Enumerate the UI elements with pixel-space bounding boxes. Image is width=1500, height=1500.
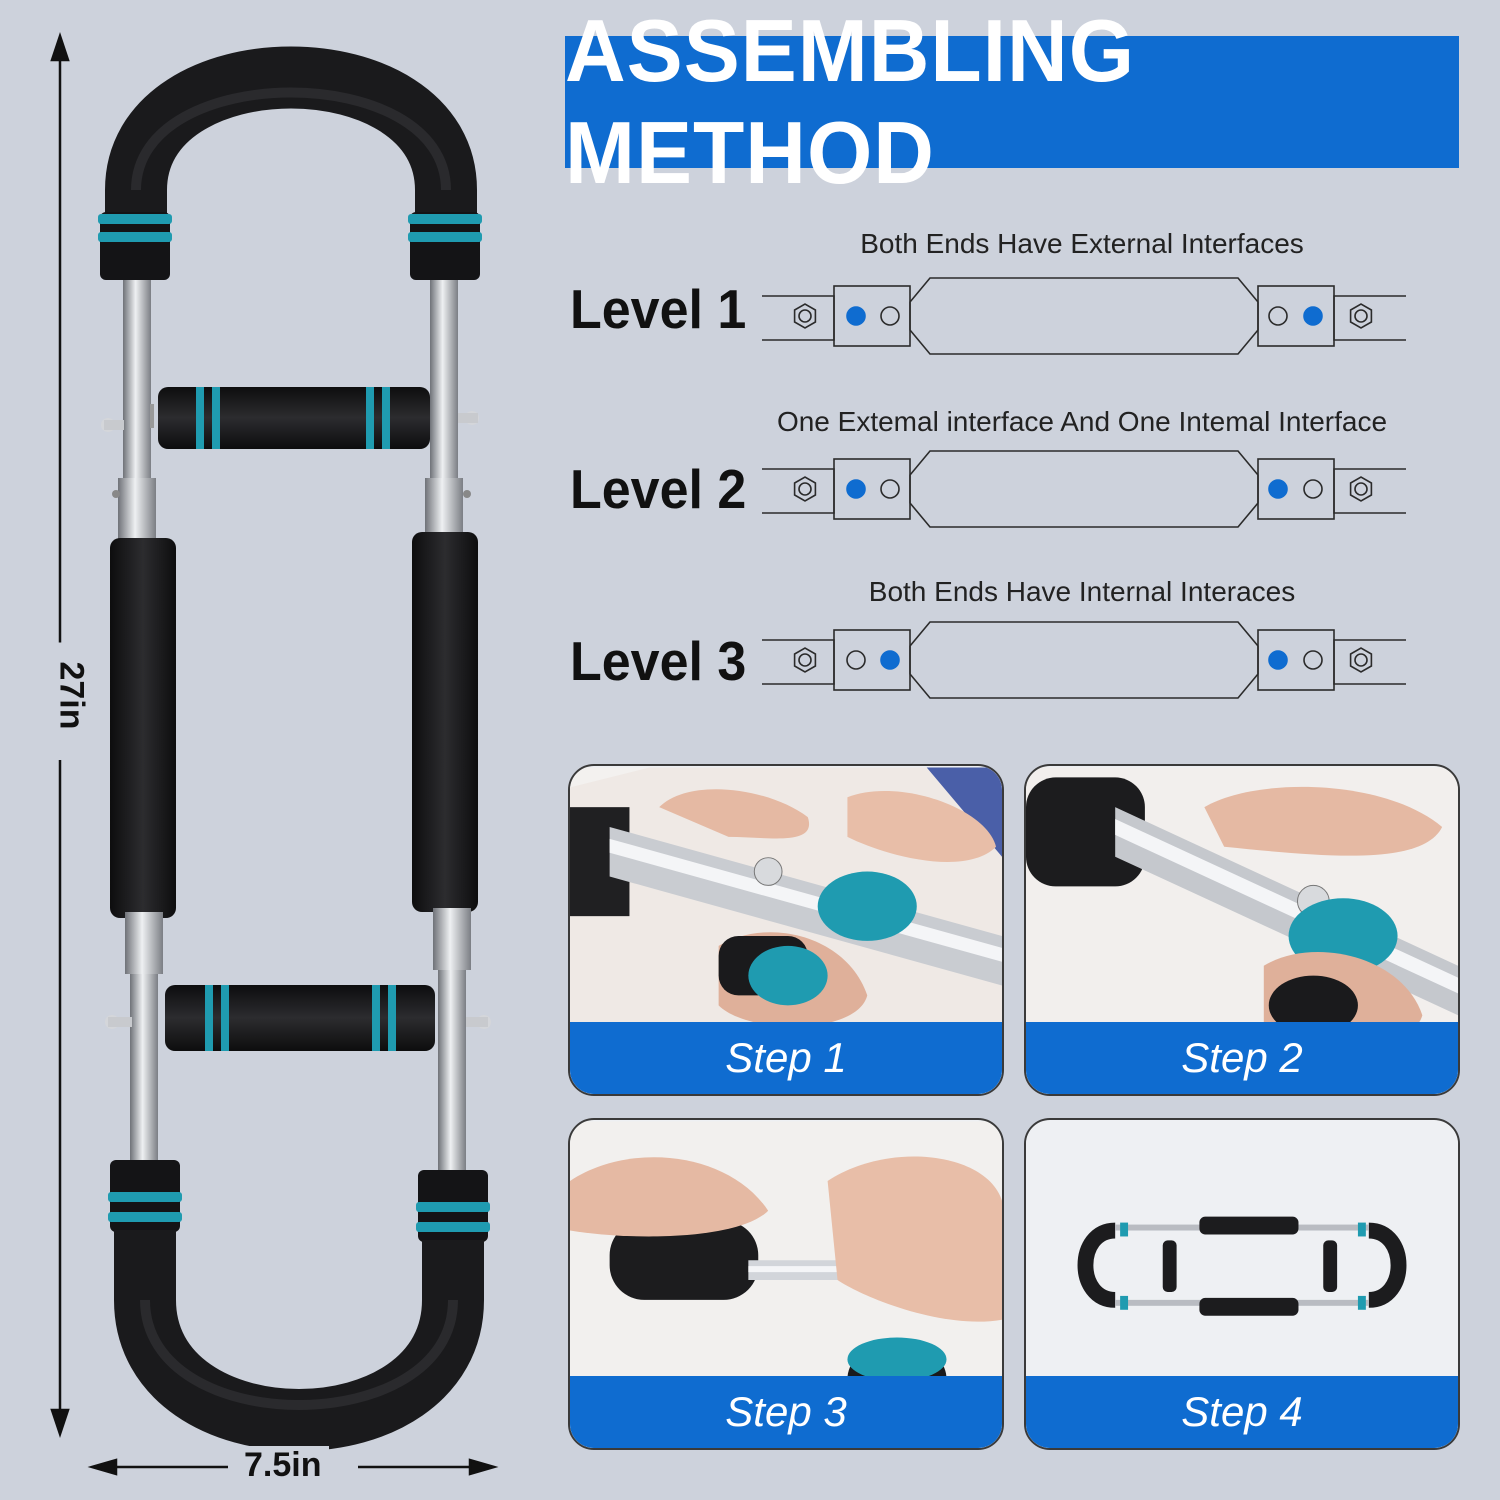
product-illustration: [50, 32, 499, 1476]
width-dimension-arrow: [87, 1458, 499, 1476]
lower-cross-grip: [105, 985, 491, 1051]
step-3-bar: Step 3: [570, 1376, 1002, 1448]
top-u-handle: [105, 46, 477, 250]
level-2-left-end: [762, 468, 835, 514]
step-2-label: Step 2: [1181, 1034, 1303, 1081]
upper-cross-grip: [101, 387, 479, 449]
level-3-right-inner-hole: [1268, 650, 1288, 670]
page-title: ASSEMBLING METHOD: [565, 1, 1136, 202]
title-banner: ASSEMBLING METHOD: [565, 1, 1459, 202]
level-3-caption: Both Ends Have Internal Interaces: [868, 576, 1296, 607]
level-2-left-outer-hole: [846, 479, 866, 499]
step-1-card: Step 1: [568, 764, 1004, 1096]
level-2-label: Level 2: [570, 459, 747, 521]
bottom-right-cap: [416, 1170, 490, 1242]
level-3-left-inner-hole: [880, 650, 900, 670]
level-1-center-body: [909, 277, 1259, 355]
level-3-label: Level 3: [570, 631, 747, 693]
level-3-center-body: [909, 621, 1259, 699]
left-long-sleeve: [110, 538, 176, 918]
right-long-sleeve: [412, 532, 478, 912]
level-1-right-hex-icon: [1349, 303, 1373, 329]
level-1-right-end: [1333, 295, 1406, 341]
step-4-card: Step 4: [1024, 1118, 1460, 1450]
step-1-label: Step 1: [725, 1034, 847, 1081]
top-left-cap: [98, 212, 172, 280]
level-2-center-body: [909, 450, 1259, 528]
height-dimension-label: 27in: [51, 642, 91, 749]
level-2-right-hex-icon: [1349, 476, 1373, 502]
level-3-left-end: [762, 639, 835, 685]
step-4-label: Step 4: [1181, 1388, 1303, 1435]
level-3-left-outer-hole: [846, 650, 866, 670]
level-3-right-hex-icon: [1349, 647, 1373, 673]
level-3-right-end: [1333, 639, 1406, 685]
step-1-bar: Step 1: [570, 1022, 1002, 1094]
level-1-left-end: [762, 295, 835, 341]
bottom-u-handle: [114, 1230, 484, 1451]
level-2-right-end: [1333, 468, 1406, 514]
height-dimension-arrow: [50, 32, 70, 1438]
level-2-left-hex-icon: [793, 476, 817, 502]
width-dimension-label: 7.5in: [236, 1446, 330, 1485]
step-2-card: Step 2: [1024, 764, 1460, 1096]
level-1-left-hex-icon: [793, 303, 817, 329]
level-2-caption: One Extemal interface And One Intemal In…: [776, 406, 1388, 437]
level-1-caption: Both Ends Have External Interfaces: [860, 228, 1304, 259]
step-3-label: Step 3: [725, 1388, 847, 1435]
level-1-right-inner-hole: [1268, 306, 1288, 326]
level-2-right-outer-hole: [1303, 479, 1323, 499]
level-1-left-inner-hole: [880, 306, 900, 326]
level-2-left-inner-hole: [880, 479, 900, 499]
level-diagrams: [762, 277, 1406, 699]
level-3-left-hex-icon: [793, 647, 817, 673]
level-2-right-inner-hole: [1268, 479, 1288, 499]
bottom-left-cap: [108, 1160, 182, 1232]
level-1-label: Level 1: [570, 279, 747, 341]
top-right-cap: [408, 212, 482, 280]
step-4-bar: Step 4: [1026, 1376, 1458, 1448]
level-3-right-outer-hole: [1303, 650, 1323, 670]
step-3-card: Step 3: [568, 1118, 1004, 1450]
level-1-left-outer-hole: [846, 306, 866, 326]
level-1-right-outer-hole: [1303, 306, 1323, 326]
step-2-bar: Step 2: [1026, 1022, 1458, 1094]
